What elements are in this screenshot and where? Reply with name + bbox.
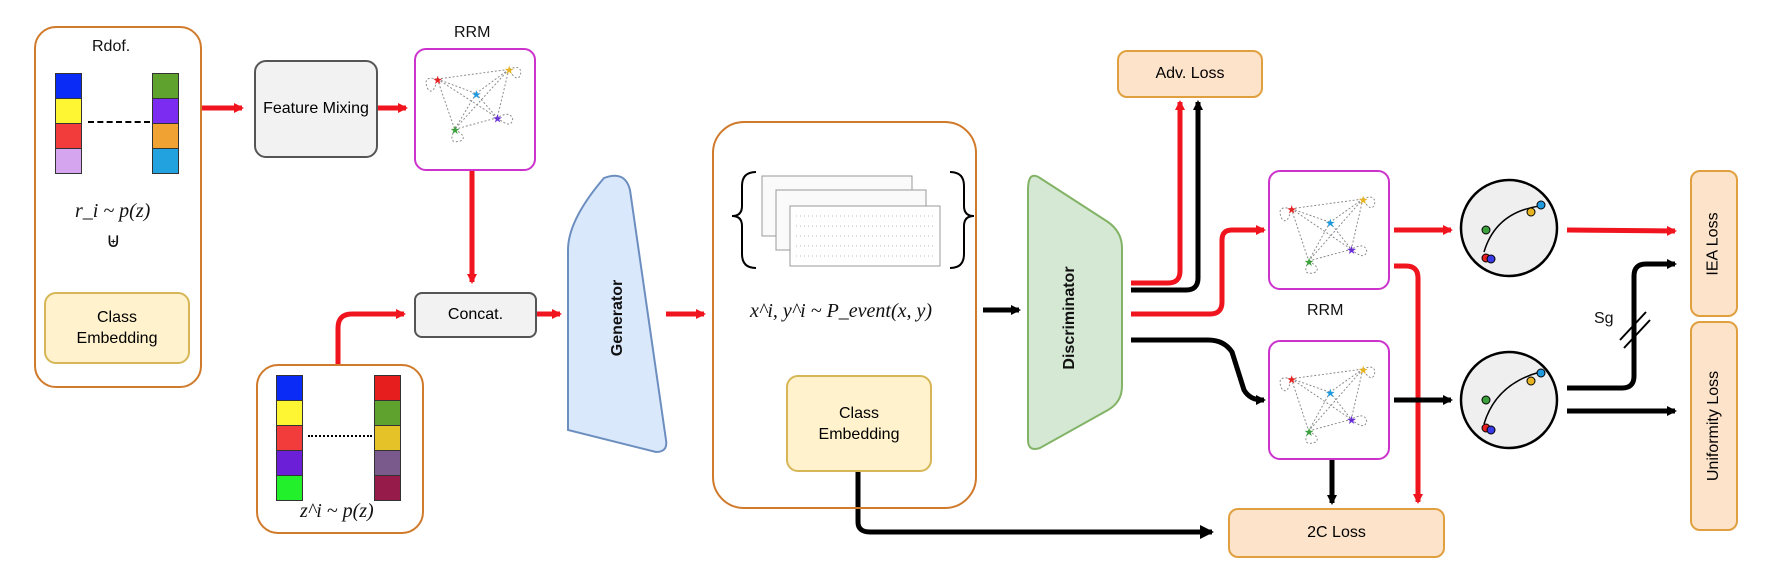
generator-label: Generator [609, 279, 626, 357]
event-brace-right [949, 171, 975, 269]
class-embedding-center: Class Embedding [786, 375, 932, 472]
svg-text:★: ★ [1304, 425, 1314, 439]
event-sheets [761, 175, 941, 267]
oplus-symbol: ⊎ [106, 230, 121, 252]
arrow-sphere-to-iea-red [1566, 225, 1677, 236]
rrm-graph-icon: ★ ★ ★ ★ ★ [1279, 363, 1376, 444]
two-c-loss-block: 2C Loss [1228, 508, 1445, 558]
class-embedding-left: Class Embedding [44, 292, 190, 364]
vector-cell [276, 476, 303, 501]
feature-mixing-label: Feature Mixing [263, 100, 369, 117]
arrow-disc-to-rrm-black [1131, 337, 1266, 405]
svg-text:★: ★ [1325, 216, 1335, 230]
iea-loss-label: IEA Loss [1705, 211, 1722, 276]
z-sample-formula: z^i ~ p(z) [300, 500, 374, 522]
sphere-bottom [1459, 350, 1559, 450]
two-c-loss-label: 2C Loss [1307, 524, 1366, 541]
vector-cell [276, 426, 303, 451]
svg-text:★: ★ [1286, 203, 1296, 217]
z-right-vector [374, 375, 401, 501]
sphere-top [1459, 178, 1559, 278]
rrm-right-bottom-block: ★ ★ ★ ★ ★ [1268, 340, 1390, 460]
vector-cell [152, 149, 179, 174]
rrm-graph-icon: ★ ★ ★ ★ ★ [425, 63, 522, 143]
arrow-disc-to-adv-loss-red [1131, 100, 1185, 286]
vector-cell [374, 476, 401, 501]
vector-cell [276, 401, 303, 426]
rdof-dashed-line [88, 121, 150, 123]
generator-shape [567, 174, 668, 454]
rrm-top-block: ★ ★ ★ ★ ★ [414, 48, 536, 171]
event-panel [712, 121, 977, 509]
svg-text:★: ★ [432, 73, 442, 87]
concat-block: Concat. [414, 292, 537, 338]
rrm-right-label: RRM [1307, 302, 1344, 319]
rrm-right-top-block: ★ ★ ★ ★ ★ [1268, 170, 1390, 290]
svg-text:★: ★ [1286, 373, 1296, 387]
svg-text:★: ★ [1325, 386, 1335, 400]
vector-cell [152, 124, 179, 149]
stop-gradient-label: Sg [1594, 310, 1614, 327]
uniformity-loss-block: Uniformity Loss [1690, 321, 1738, 531]
svg-text:★: ★ [1346, 413, 1356, 427]
concat-label: Concat. [447, 306, 504, 323]
arrow-sphere-to-iea-black [1567, 259, 1677, 391]
arrow-disc-to-adv-loss-black [1131, 100, 1203, 293]
vector-cell [152, 73, 179, 99]
adv-loss-label: Adv. Loss [1155, 65, 1225, 82]
feature-mixing-block: Feature Mixing [254, 60, 378, 158]
discriminator-label: Discriminator [1061, 266, 1078, 370]
svg-text:★: ★ [492, 112, 502, 126]
vector-cell [55, 149, 82, 174]
xy-sample-formula: x^i, y^i ~ P_event(x, y) [750, 300, 933, 322]
svg-text:★: ★ [1358, 363, 1368, 377]
rrm-top-label: RRM [454, 24, 491, 41]
svg-text:★: ★ [1346, 243, 1356, 257]
vector-cell [374, 451, 401, 476]
r-sample-formula: r_i ~ p(z) [75, 200, 151, 222]
z-left-vector [276, 375, 303, 501]
svg-text:★: ★ [1304, 255, 1314, 269]
vector-cell [374, 426, 401, 451]
iea-loss-block: IEA Loss [1690, 170, 1738, 317]
class-embedding-left-label: Class Embedding [76, 309, 158, 347]
svg-text:★: ★ [504, 63, 514, 77]
rdof-label: Rdof. [92, 38, 131, 55]
discriminator-shape [1027, 174, 1123, 450]
rrm-graph-icon: ★ ★ ★ ★ ★ [1279, 193, 1376, 274]
z-dotted-line [308, 435, 372, 437]
svg-text:★: ★ [450, 123, 460, 137]
vector-cell [276, 375, 303, 401]
vector-cell [55, 124, 82, 149]
vector-cell [55, 99, 82, 124]
arrow-rrm-to-2c-red [1394, 263, 1423, 504]
vector-cell [374, 401, 401, 426]
arrow-disc-to-rrm-red [1131, 225, 1266, 317]
svg-text:★: ★ [471, 87, 481, 101]
adv-loss-block: Adv. Loss [1117, 50, 1263, 98]
svg-text:★: ★ [1358, 193, 1368, 207]
vector-cell [152, 99, 179, 124]
arrow-class-embedding-to-2c [855, 472, 1214, 539]
rdof-left-vector [55, 73, 82, 174]
uniformity-loss-label: Uniformity Loss [1705, 370, 1722, 482]
vector-cell [276, 451, 303, 476]
arrow-z-to-concat [335, 309, 406, 364]
class-embedding-center-label: Class Embedding [818, 404, 900, 443]
vector-cell [374, 375, 401, 401]
stop-gradient-mark [1619, 311, 1651, 349]
vector-cell [55, 73, 82, 99]
rdof-right-vector [152, 73, 179, 174]
event-brace-left [731, 171, 757, 269]
